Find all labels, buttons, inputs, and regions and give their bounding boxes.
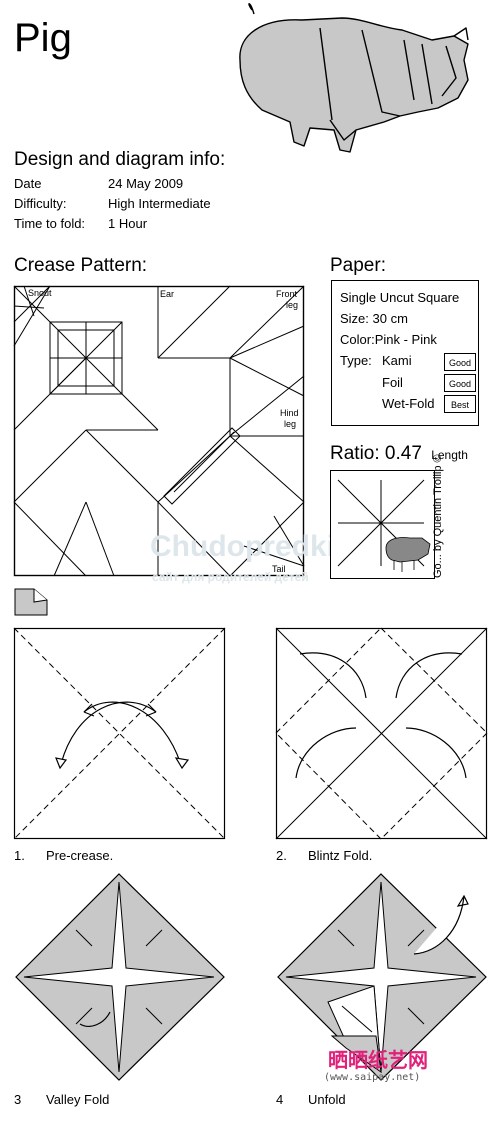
step-4-diagram: [277, 873, 487, 1081]
crease-label-front-leg: Front: [276, 289, 298, 299]
info-row-difficulty: Difficulty: High Intermediate: [14, 196, 211, 212]
crease-label-snout: Snout: [28, 288, 52, 298]
crease-label-ear: Ear: [160, 289, 174, 299]
info-label: Date: [14, 176, 42, 191]
side-credit: Go... by Quentin Trollip ©: [432, 454, 444, 578]
paper-color-value: Pink - Pink: [374, 332, 437, 347]
info-label: Time to fold:: [14, 216, 86, 231]
crease-label-tail: Tail: [272, 564, 286, 574]
rating-badge: Best: [444, 395, 476, 413]
step-4-caption: 4 Unfold: [276, 1092, 346, 1108]
step-text: Valley Fold: [46, 1092, 110, 1107]
info-heading: Design and diagram info:: [14, 149, 226, 170]
fold-symbol-icon: [14, 588, 48, 616]
paper-color: Color:Pink - Pink: [340, 332, 437, 347]
paper-type-name: Wet-Fold: [382, 396, 435, 411]
step-1-diagram: [13, 627, 226, 840]
crease-label-hind-leg: Hind: [280, 408, 299, 418]
info-row-date: Date 24 May 2009: [14, 176, 183, 192]
step-number: 4: [276, 1092, 284, 1107]
watermark-sub: сайт для родителей детей: [152, 570, 309, 584]
ratio-label: Ratio:: [330, 443, 380, 464]
step-text: Pre-crease.: [46, 848, 114, 863]
crease-label-hind-leg-2: leg: [284, 419, 296, 429]
step-number: 2.: [276, 848, 287, 863]
step-2-caption: 2. Blintz Fold.: [276, 848, 372, 864]
logo-watermark: 晒晒纸艺网: [328, 1050, 428, 1072]
info-value: High Intermediate: [108, 196, 211, 211]
ratio: Ratio: 0.47 Length: [330, 442, 468, 467]
paper-heading: Paper:: [330, 255, 386, 276]
ratio-value: 0.47: [384, 443, 422, 464]
paper-size: Size: 30 cm: [340, 311, 408, 326]
paper-size-label: Size:: [340, 311, 369, 326]
crease-pattern-diagram: Snout Ear Front leg Hind leg Tail: [13, 285, 305, 577]
step-number: 3: [14, 1092, 22, 1107]
pig-illustration: [239, 3, 469, 153]
ratio-diagram: [330, 470, 435, 579]
info-value: 24 May 2009: [108, 176, 184, 191]
step-text: Unfold: [308, 1092, 346, 1107]
paper-type-name: Kami: [382, 353, 412, 368]
step-2-diagram: [275, 627, 488, 840]
crease-label-front-leg-2: leg: [286, 300, 298, 310]
info-value: 1 Hour: [108, 216, 148, 231]
info-label: Difficulty:: [14, 196, 67, 211]
paper-size-value: 30 cm: [372, 311, 408, 326]
crease-pattern-heading: Crease Pattern:: [14, 255, 148, 276]
paper-color-label: Color:: [340, 332, 375, 347]
step-3-caption: 3 Valley Fold: [14, 1092, 109, 1108]
step-3-diagram: [15, 873, 225, 1081]
paper-type-name: Foil: [382, 375, 403, 390]
ratio-unit: Length: [431, 448, 468, 462]
paper-info-box: Single Uncut Square Size: 30 cm Color:Pi…: [331, 280, 479, 426]
page-title: Pig: [14, 16, 72, 60]
paper-type-line: Single Uncut Square: [340, 290, 460, 305]
step-1-caption: 1. Pre-crease.: [14, 848, 113, 864]
paper-type-label: Type:: [340, 353, 372, 368]
logo-url: (www.saipay.net): [324, 1072, 421, 1083]
info-row-time: Time to fold: 1 Hour: [14, 216, 147, 232]
step-text: Blintz Fold.: [308, 848, 373, 863]
rating-badge: Good: [444, 374, 476, 392]
step-number: 1.: [14, 848, 25, 863]
rating-badge: Good: [444, 353, 476, 371]
